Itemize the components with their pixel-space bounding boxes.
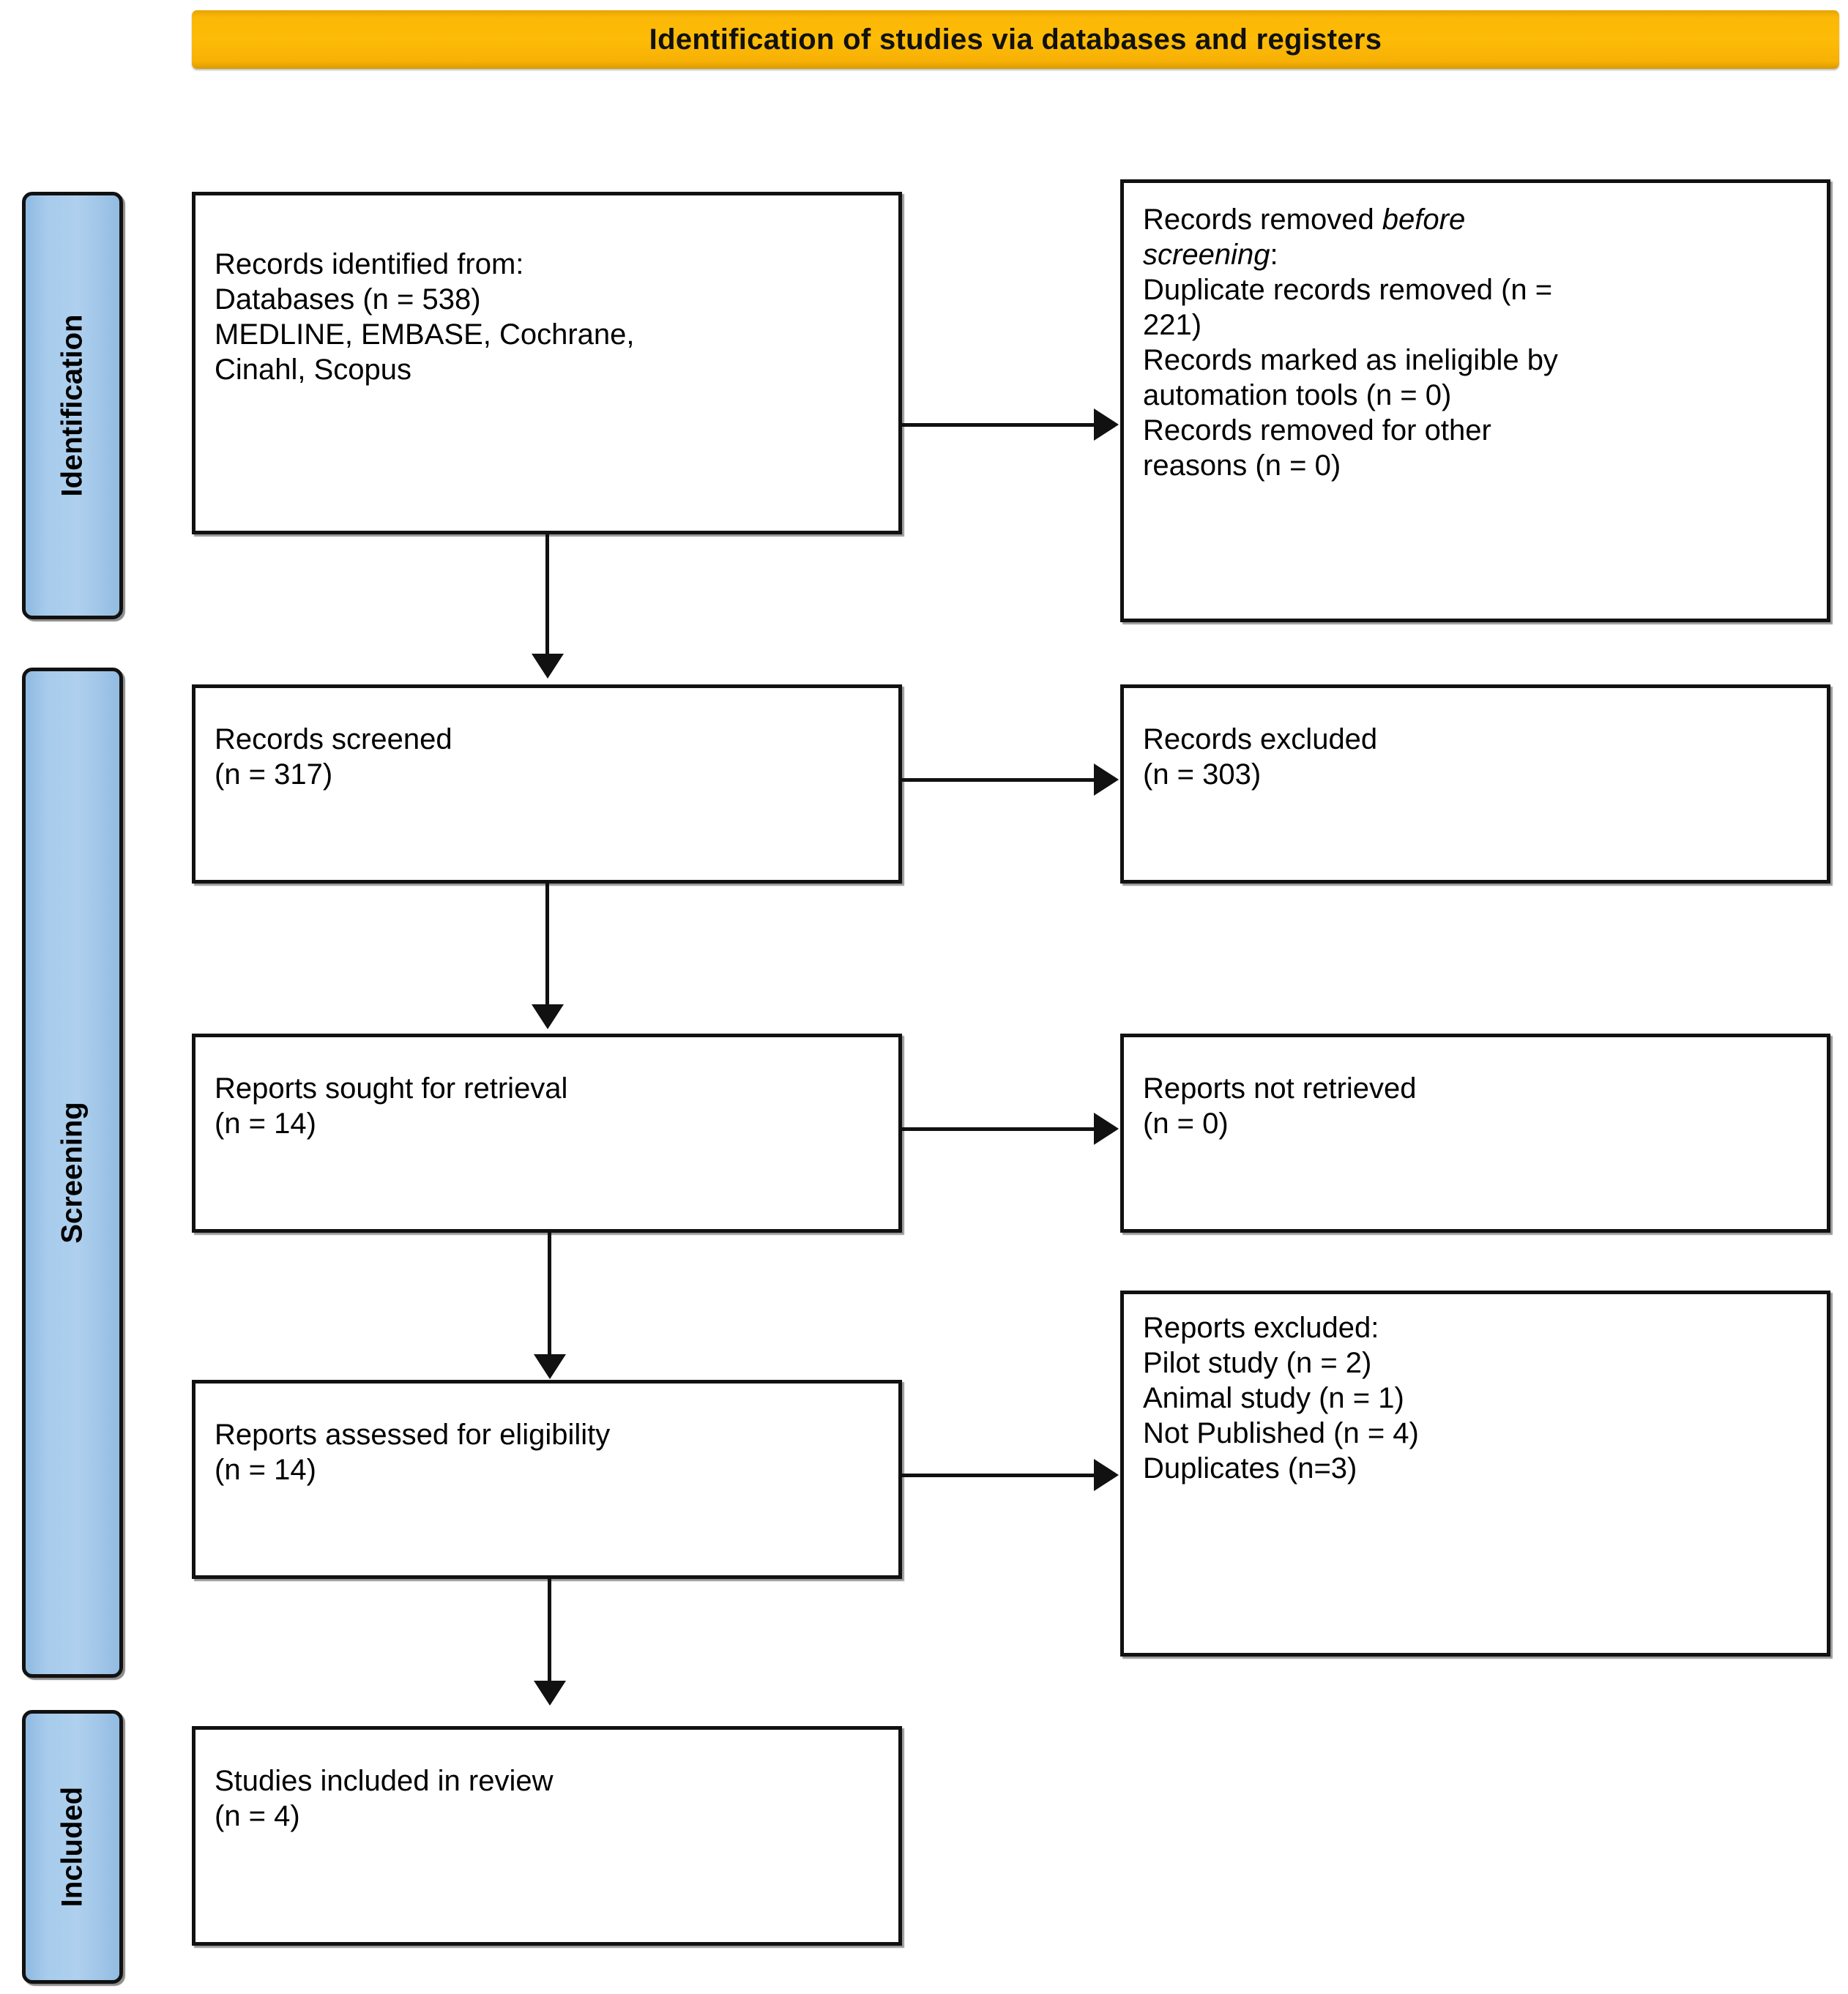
records-screened-line-1: Records screened [215, 723, 452, 755]
connector-sought-to-not-retrieved [902, 1127, 1095, 1131]
reports-excluded-line-1: Reports excluded: [1143, 1312, 1379, 1344]
stage-bar-identification: Identification [22, 192, 123, 619]
connector-assessed-to-included [548, 1579, 551, 1686]
box-records-removed-before-screening: Records removed before screening: Duplic… [1120, 179, 1830, 622]
records-removed-line-1: Duplicate records removed (n = [1143, 274, 1553, 306]
records-screened-line-2: (n = 317) [215, 758, 333, 791]
box-records-screened: Records screened (n = 317) [192, 684, 902, 884]
records-identified-line-3: MEDLINE, EMBASE, Cochrane, [215, 318, 635, 351]
diagram-header-banner: Identification of studies via databases … [192, 10, 1839, 69]
studies-included-line-1: Studies included in review [215, 1765, 554, 1797]
reports-assessed-line-1: Reports assessed for eligibility [215, 1419, 611, 1451]
records-removed-line-3: Records marked as ineligible by [1143, 344, 1558, 376]
box-reports-excluded: Reports excluded: Pilot study (n = 2) An… [1120, 1291, 1830, 1657]
reports-not-retrieved-line-1: Reports not retrieved [1143, 1072, 1417, 1105]
box-records-identified: Records identified from: Databases (n = … [192, 192, 902, 534]
stage-bar-included: Included [22, 1710, 123, 1984]
arrowhead-identified-to-screened-icon [532, 654, 564, 679]
records-removed-heading: Records removed before [1143, 202, 1808, 237]
arrowhead-assessed-to-reports-excluded-icon [1094, 1459, 1119, 1491]
arrowhead-sought-to-assessed-icon [534, 1354, 566, 1379]
stage-bar-screening: Screening [22, 668, 123, 1678]
reports-assessed-line-2: (n = 14) [215, 1454, 316, 1486]
records-removed-heading-2: screening: [1143, 237, 1808, 272]
arrowhead-screened-to-sought-icon [532, 1004, 564, 1029]
connector-identified-to-screened [545, 534, 549, 657]
arrowhead-assessed-to-included-icon [534, 1681, 566, 1706]
diagram-title: Identification of studies via databases … [649, 23, 1382, 56]
reports-excluded-line-3: Animal study (n = 1) [1143, 1382, 1404, 1414]
connector-assessed-to-reports-excluded [902, 1474, 1095, 1477]
stage-label-identification: Identification [56, 314, 89, 497]
connector-sought-to-assessed [548, 1233, 551, 1360]
records-identified-line-1: Records identified from: [215, 248, 524, 280]
records-identified-line-2: Databases (n = 538) [215, 283, 481, 315]
records-removed-line-5: Records removed for other [1143, 414, 1491, 447]
connector-identified-to-removed [902, 423, 1095, 427]
reports-excluded-line-2: Pilot study (n = 2) [1143, 1347, 1372, 1379]
box-records-excluded: Records excluded (n = 303) [1120, 684, 1830, 884]
stage-label-included: Included [56, 1786, 89, 1908]
reports-excluded-line-5: Duplicates (n=3) [1143, 1452, 1357, 1485]
reports-sought-line-1: Reports sought for retrieval [215, 1072, 568, 1105]
connector-screened-to-sought [545, 884, 549, 1008]
box-reports-assessed-for-eligibility: Reports assessed for eligibility (n = 14… [192, 1380, 902, 1579]
records-removed-heading-plain: Records removed [1143, 203, 1382, 236]
arrowhead-sought-to-not-retrieved-icon [1094, 1113, 1119, 1145]
box-reports-not-retrieved: Reports not retrieved (n = 0) [1120, 1034, 1830, 1233]
records-identified-line-4: Cinahl, Scopus [215, 354, 412, 386]
records-removed-heading-colon: : [1270, 239, 1278, 271]
records-removed-line-4: automation tools (n = 0) [1143, 379, 1452, 411]
records-excluded-line-2: (n = 303) [1143, 758, 1262, 791]
records-removed-line-2: 221) [1143, 309, 1202, 341]
records-removed-heading-italic-screening: screening [1143, 239, 1270, 271]
box-studies-included-in-review: Studies included in review (n = 4) [192, 1726, 902, 1946]
box-reports-sought-for-retrieval: Reports sought for retrieval (n = 14) [192, 1034, 902, 1233]
reports-not-retrieved-line-2: (n = 0) [1143, 1108, 1229, 1140]
connector-screened-to-excluded [902, 778, 1095, 782]
records-removed-heading-italic-before: before [1382, 203, 1466, 236]
reports-sought-line-2: (n = 14) [215, 1108, 316, 1140]
studies-included-line-2: (n = 4) [215, 1800, 300, 1832]
records-excluded-line-1: Records excluded [1143, 723, 1378, 755]
reports-excluded-line-4: Not Published (n = 4) [1143, 1417, 1419, 1449]
arrowhead-identified-to-removed-icon [1094, 408, 1119, 441]
records-removed-line-6: reasons (n = 0) [1143, 449, 1341, 482]
arrowhead-screened-to-excluded-icon [1094, 763, 1119, 796]
stage-label-screening: Screening [56, 1102, 89, 1244]
